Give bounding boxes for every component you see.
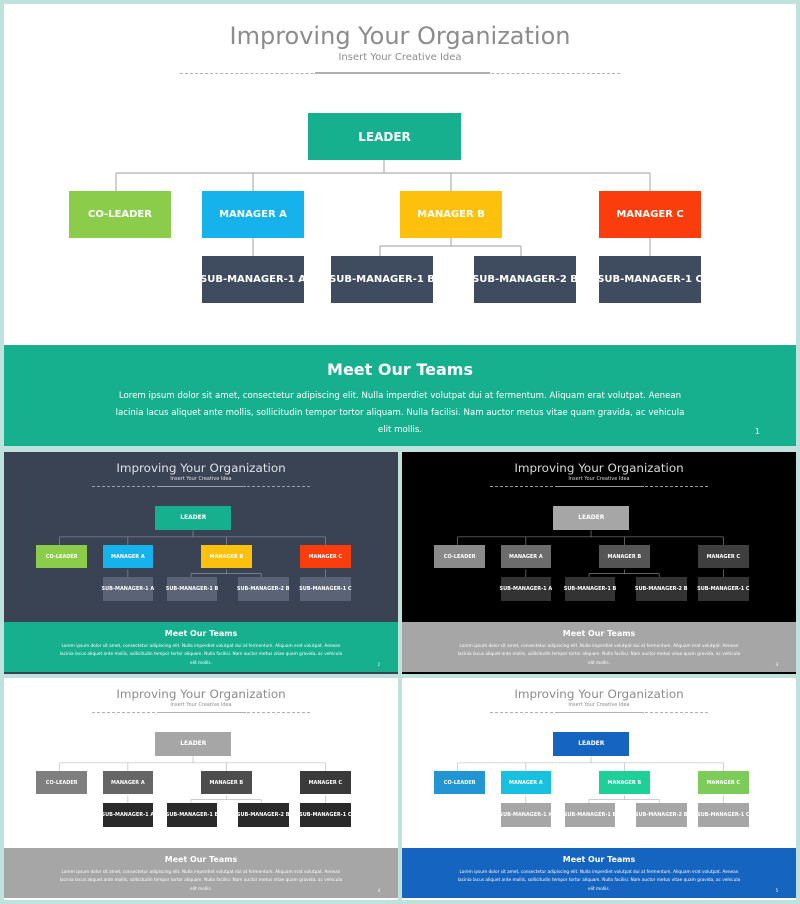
slide-title: Improving Your Organization [116, 686, 286, 701]
page-number: 2 [377, 662, 381, 668]
slide-subtitle: Insert Your Creative Idea [568, 475, 630, 482]
org-node-manager-a[interactable]: MANAGER A [102, 545, 154, 569]
org-node-co-leader[interactable]: CO-LEADER [36, 545, 88, 569]
org-node-sub-2b[interactable]: SUB-MANAGER-2 B [635, 803, 687, 827]
teams-title: Meet Our Teams [164, 629, 238, 639]
org-node-sub-1b[interactable]: SUB-MANAGER-1 B [564, 803, 616, 827]
org-node-sub-1c[interactable]: SUB-MANAGER-1 C [299, 577, 352, 601]
org-node-sub-1c[interactable]: SUB-MANAGER-1 C [597, 256, 703, 303]
org-node-sub-1c[interactable]: SUB-MANAGER-1 C [299, 803, 352, 827]
teams-title: Meet Our Teams [562, 629, 636, 639]
org-node-manager-c[interactable]: MANAGER C [299, 771, 351, 795]
title-underline [158, 485, 246, 487]
org-node-sub-1c[interactable]: SUB-MANAGER-1 C [697, 577, 750, 601]
org-node-leader[interactable]: LEADER [155, 506, 232, 530]
slide-title: Improving Your Organization [229, 22, 571, 50]
slide-subtitle: Insert Your Creative Idea [338, 52, 462, 63]
org-node-manager-b[interactable]: MANAGER B [201, 545, 252, 569]
slide-subtitle: Insert Your Creative Idea [170, 701, 232, 708]
org-node-manager-a[interactable]: MANAGER A [102, 771, 154, 795]
teams-description: Lorem ipsum dolor sit amet, consectetur … [457, 644, 741, 666]
org-node-manager-c[interactable]: MANAGER C [299, 545, 351, 569]
page-number: 5 [775, 888, 779, 894]
org-node-co-leader[interactable]: CO-LEADER [69, 191, 171, 238]
org-node-sub-1b[interactable]: SUB-MANAGER-1 B [166, 803, 218, 827]
org-chart-connectors [115, 160, 651, 256]
teams-description: Lorem ipsum dolor sit amet, consectetur … [115, 391, 685, 435]
teams-title: Meet Our Teams [562, 855, 636, 865]
slide-subtitle: Insert Your Creative Idea [568, 701, 630, 708]
org-node-co-leader[interactable]: CO-LEADER [36, 771, 88, 795]
teams-description: Lorem ipsum dolor sit amet, consectetur … [457, 870, 741, 892]
page-number: 3 [775, 662, 779, 668]
org-node-sub-2b[interactable]: SUB-MANAGER-2 B [472, 256, 578, 303]
title-underline [315, 72, 490, 74]
org-node-sub-2b[interactable]: SUB-MANAGER-2 B [237, 577, 289, 601]
org-node-manager-c[interactable]: MANAGER C [599, 191, 701, 238]
org-node-leader[interactable]: LEADER [155, 732, 232, 756]
org-node-leader[interactable]: LEADER [308, 113, 461, 160]
title-underline [158, 711, 246, 713]
org-node-sub-1a[interactable]: SUB-MANAGER-1 A [500, 803, 552, 827]
org-node-sub-2b[interactable]: SUB-MANAGER-2 B [635, 577, 687, 601]
org-chart-connectors [59, 530, 326, 579]
org-node-manager-a[interactable]: MANAGER A [202, 191, 304, 238]
org-node-sub-1c[interactable]: SUB-MANAGER-1 C [697, 803, 750, 827]
org-node-sub-1a[interactable]: SUB-MANAGER-1 A [500, 577, 552, 601]
org-node-sub-1a[interactable]: SUB-MANAGER-1 A [200, 256, 306, 303]
org-node-manager-a[interactable]: MANAGER A [500, 545, 552, 569]
teams-title: Meet Our Teams [327, 360, 473, 379]
slide-subtitle: Insert Your Creative Idea [170, 475, 232, 482]
org-chart-connectors [59, 756, 326, 805]
slide-title: Improving Your Organization [514, 686, 684, 701]
page-number: 1 [754, 427, 760, 436]
org-node-manager-c[interactable]: MANAGER C [697, 771, 749, 795]
org-node-manager-b[interactable]: MANAGER B [599, 545, 650, 569]
page-number: 4 [377, 888, 381, 894]
teams-title: Meet Our Teams [164, 855, 238, 865]
org-chart-connectors [457, 530, 724, 579]
slide-title: Improving Your Organization [116, 460, 286, 475]
org-node-manager-b[interactable]: MANAGER B [201, 771, 252, 795]
org-node-manager-b[interactable]: MANAGER B [599, 771, 650, 795]
org-node-sub-1a[interactable]: SUB-MANAGER-1 A [102, 803, 154, 827]
org-chart-connectors [457, 756, 724, 805]
org-node-leader[interactable]: LEADER [553, 732, 630, 756]
org-node-manager-c[interactable]: MANAGER C [697, 545, 749, 569]
slide-title: Improving Your Organization [514, 460, 684, 475]
org-node-co-leader[interactable]: CO-LEADER [434, 771, 486, 795]
org-node-manager-a[interactable]: MANAGER A [500, 771, 552, 795]
title-underline [556, 485, 644, 487]
org-node-sub-1b[interactable]: SUB-MANAGER-1 B [166, 577, 218, 601]
org-node-sub-1b[interactable]: SUB-MANAGER-1 B [329, 256, 435, 303]
org-node-sub-1b[interactable]: SUB-MANAGER-1 B [564, 577, 616, 601]
org-node-co-leader[interactable]: CO-LEADER [434, 545, 486, 569]
teams-description: Lorem ipsum dolor sit amet, consectetur … [59, 870, 343, 892]
org-node-leader[interactable]: LEADER [553, 506, 630, 530]
org-node-sub-2b[interactable]: SUB-MANAGER-2 B [237, 803, 289, 827]
org-node-manager-b[interactable]: MANAGER B [400, 191, 502, 238]
teams-description: Lorem ipsum dolor sit amet, consectetur … [59, 644, 343, 666]
title-underline [556, 711, 644, 713]
org-node-sub-1a[interactable]: SUB-MANAGER-1 A [102, 577, 154, 601]
